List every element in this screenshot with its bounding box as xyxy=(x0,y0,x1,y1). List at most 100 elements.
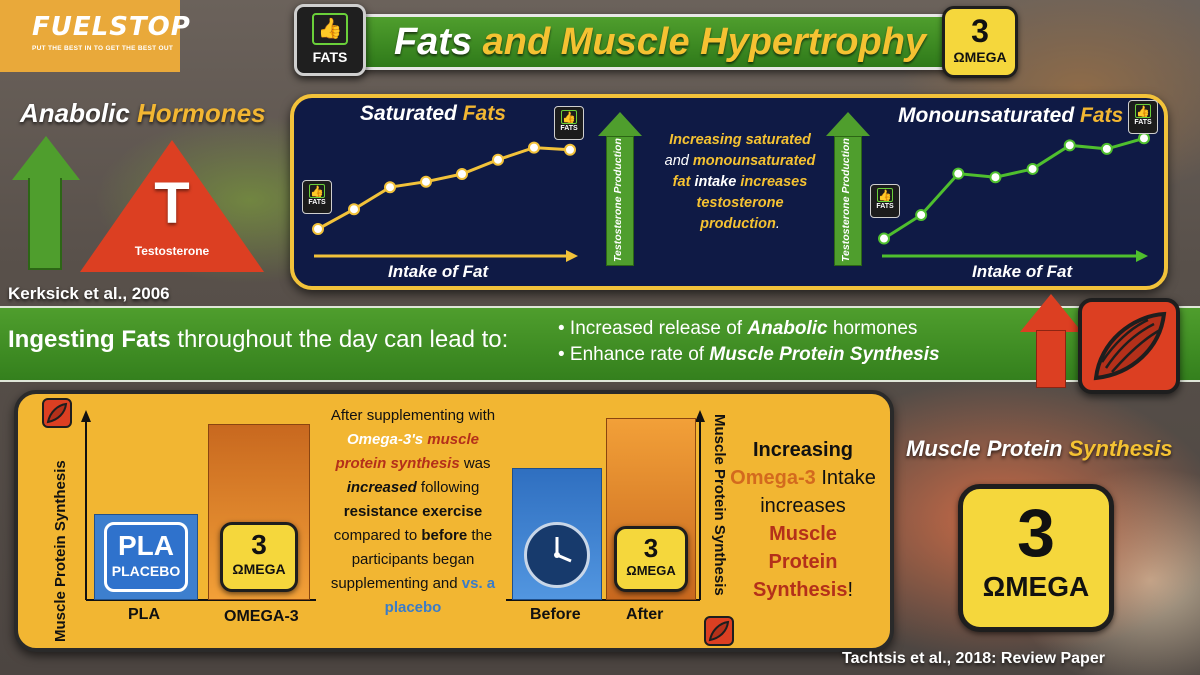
data-point xyxy=(564,143,576,156)
incr-l2b: Intake xyxy=(821,467,876,489)
bullet2-b: Muscle Protein Synthesis xyxy=(709,344,940,365)
data-point xyxy=(1063,139,1076,152)
mini-badge-label: FATS xyxy=(308,199,326,206)
data-point xyxy=(384,181,396,194)
monounsaturated-fats-title: Monounsaturated Fats xyxy=(898,104,1123,128)
desc-l1: After supplementing with xyxy=(330,407,496,424)
increase-arrow-shaft xyxy=(28,178,62,270)
sat-title-b: Fats xyxy=(462,102,506,125)
desc-l6b: before xyxy=(421,527,468,544)
omega-number: 3 xyxy=(643,533,659,563)
bar-label-after: After xyxy=(626,606,664,623)
incr-l4: Protein xyxy=(768,551,838,573)
sat-x-axis-label: Intake of Fat xyxy=(388,262,489,281)
muscle-icon xyxy=(42,398,72,428)
fat-intake-summary: Increasing saturated and monounsaturated… xyxy=(656,130,824,235)
mps-heading-a: Muscle Protein xyxy=(906,436,1063,461)
incr-l1: Increasing xyxy=(752,439,854,461)
data-point xyxy=(528,141,540,154)
saturated-fats-chart xyxy=(312,141,576,235)
desc-l6c: the xyxy=(471,527,493,544)
placebo-badge: PLA PLACEBO xyxy=(104,522,188,592)
incr-l3a: increases xyxy=(760,495,846,517)
desc-l2a: Omega-3's xyxy=(347,431,424,448)
mono-title-b: Fats xyxy=(1080,104,1124,127)
desc-l8b: vs. a xyxy=(461,575,496,592)
testosterone-arrow-icon xyxy=(598,112,642,136)
omega-word: ΩMEGA xyxy=(953,49,1007,65)
bullet1-a: • Increased release of xyxy=(558,318,743,339)
bullet2-a: • Enhance rate of xyxy=(558,344,705,365)
omega-word: ΩMEGA xyxy=(982,571,1090,602)
summary-and: and xyxy=(664,153,689,169)
mps-axis-label-left: Muscle Protein Synthesis xyxy=(52,460,69,642)
sat-title-a: Saturated xyxy=(360,102,457,125)
thumbs-up-icon: 👍 xyxy=(561,110,577,124)
pla-badge-text: PLA xyxy=(118,530,174,561)
clock-icon xyxy=(524,522,590,588)
series-line xyxy=(883,136,1145,240)
desc-l5: resistance exercise xyxy=(343,503,483,520)
desc-l7: participants began xyxy=(351,551,475,568)
citation-kerksick: Kerksick et al., 2006 xyxy=(8,284,170,303)
data-point xyxy=(989,171,1002,184)
muscle-icon xyxy=(1078,298,1180,394)
data-point xyxy=(952,167,965,180)
hormones-word: Hormones xyxy=(137,98,266,128)
fat-intake-charts xyxy=(312,132,1150,262)
data-point xyxy=(1100,142,1113,155)
thumbs-up-icon: 👍 xyxy=(1135,104,1151,118)
fats-badge-label: FATS xyxy=(312,49,348,65)
muscle-protein-synthesis-heading: Muscle Protein Synthesis xyxy=(906,436,1173,462)
red-increase-arrow-shaft xyxy=(1036,330,1066,388)
mps-axis-label-right: Muscle Protein Synthesis xyxy=(711,414,728,596)
data-point xyxy=(456,168,468,180)
title-rest: and Muscle Hypertrophy xyxy=(482,21,927,63)
summary-production: production xyxy=(700,216,776,232)
series-line xyxy=(317,146,571,231)
omega-word: ΩMEGA xyxy=(626,563,676,578)
mono-x-axis-label: Intake of Fat xyxy=(972,262,1073,281)
omega-number: 3 xyxy=(251,529,267,560)
bullet1-c: hormones xyxy=(832,318,918,339)
band-bullet-1: • Increased release of Anabolic hormones xyxy=(558,318,917,340)
data-point xyxy=(492,153,504,166)
desc-l4b: following xyxy=(420,479,480,496)
data-point xyxy=(1026,162,1039,175)
thumbs-up-icon: 👍 xyxy=(312,13,348,45)
muscle-icon xyxy=(704,616,734,646)
omega-number: 3 xyxy=(1017,495,1055,571)
omega-3-conclusion: Increasing Omega-3 Intake increases Musc… xyxy=(730,436,876,604)
band-bullet-2: • Enhance rate of Muscle Protein Synthes… xyxy=(558,344,940,366)
fats-thumbs-up-badge: 👍 FATS xyxy=(294,4,366,76)
omega-number: 3 xyxy=(971,13,989,49)
band-lead-rest: throughout the day can lead to: xyxy=(177,326,509,353)
bar-label-omega-3: OMEGA-3 xyxy=(224,608,299,625)
fats-mini-badge: 👍FATS xyxy=(554,106,584,140)
desc-l3b: was xyxy=(463,455,491,472)
omega-3-badge: 3 ΩMEGA xyxy=(220,522,298,592)
incr-l5a: Synthesis xyxy=(752,579,848,601)
desc-l4a: increased xyxy=(346,479,417,496)
summary-line-1: Increasing saturated xyxy=(669,132,811,148)
desc-l8a: supplementing and xyxy=(330,575,458,592)
omega-word: ΩMEGA xyxy=(232,561,286,577)
testosterone-arrow-shaft xyxy=(834,136,862,266)
placebo-badge-text: PLACEBO xyxy=(111,563,181,579)
desc-l6a: compared to xyxy=(333,527,418,544)
testosterone-arrow-icon xyxy=(826,112,870,136)
fats-mini-badge: 👍FATS xyxy=(1128,100,1158,134)
desc-l2b: muscle xyxy=(427,431,479,448)
incr-l3b: Muscle xyxy=(769,523,837,545)
logo-name: FUELSTOP xyxy=(32,12,191,42)
data-point xyxy=(348,203,360,216)
mini-badge-label: FATS xyxy=(876,203,894,210)
omega-study-description: After supplementing with Omega-3's muscl… xyxy=(318,404,508,620)
anabolic-word: Anabolic xyxy=(20,98,130,128)
desc-l9: placebo xyxy=(384,599,442,616)
data-point xyxy=(312,223,324,235)
omega-3-badge: 3 ΩMEGA xyxy=(942,6,1018,78)
mps-heading-b: Synthesis xyxy=(1068,436,1173,461)
band-lead-bold: Ingesting Fats xyxy=(8,326,171,353)
